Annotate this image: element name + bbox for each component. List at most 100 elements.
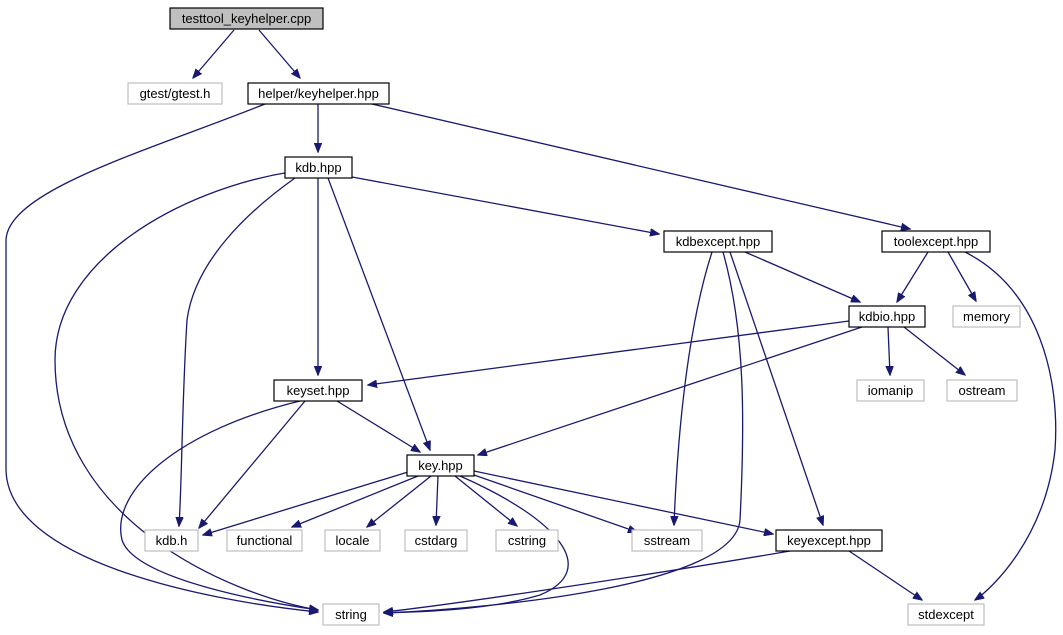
node-kdbexcept[interactable]: kdbexcept.hpp <box>663 230 773 253</box>
edge-line <box>384 251 744 613</box>
node-memory: memory <box>952 305 1021 328</box>
node-label: ostream <box>959 383 1006 398</box>
node-ostream: ostream <box>946 379 1018 402</box>
node-label: helper/keyhelper.hpp <box>258 86 379 101</box>
edge-kdbio-to-key <box>478 326 863 455</box>
node-label: locale <box>336 533 370 548</box>
edge-line <box>674 251 713 525</box>
node-label: cstdarg <box>415 533 458 548</box>
node-label: toolexcept.hpp <box>894 234 979 249</box>
node-label: keyexcept.hpp <box>787 533 871 548</box>
edge-line <box>473 474 637 532</box>
node-testtool[interactable]: testtool_keyhelper.cpp <box>169 7 324 30</box>
node-label: kdb.h <box>156 533 188 548</box>
edge-key-to-kdbh <box>203 471 409 535</box>
edge-kdbhpp-to-key <box>327 177 430 450</box>
edge-kdbhpp-to-kdbh <box>179 177 296 526</box>
edge-line <box>351 176 659 234</box>
node-cstdarg: cstdarg <box>404 529 468 552</box>
edge-keyhelper-to-toolexcept <box>371 103 910 229</box>
node-key[interactable]: key.hpp <box>406 454 475 477</box>
edge-key-to-sstream <box>473 474 637 532</box>
edge-toolexcept-to-kdbio <box>897 251 929 302</box>
node-label: memory <box>963 309 1010 324</box>
node-label: kdbexcept.hpp <box>676 234 761 249</box>
node-box <box>946 379 1018 402</box>
node-box <box>406 454 475 477</box>
node-box <box>663 230 773 253</box>
node-label: cstring <box>508 533 546 548</box>
edge-line <box>327 177 430 450</box>
node-label: gtest/gtest.h <box>140 86 211 101</box>
node-iomanip: iomanip <box>856 379 925 402</box>
edge-line <box>744 251 860 302</box>
node-label: kdbio.hpp <box>859 309 915 324</box>
edge-kdbexcept-to-keyexcept <box>729 251 823 525</box>
edge-line <box>888 326 890 375</box>
edge-key-to-cstdarg <box>436 475 438 525</box>
edge-key-to-cstring <box>454 475 517 526</box>
edge-line <box>964 251 1057 600</box>
edge-line <box>258 29 300 78</box>
edge-line <box>5 103 318 612</box>
node-box <box>495 529 559 552</box>
edge-keyset-to-string <box>120 400 318 610</box>
node-toolexcept[interactable]: toolexcept.hpp <box>881 230 991 253</box>
node-box <box>247 82 390 105</box>
node-box <box>273 379 363 402</box>
edge-key-to-locale <box>367 475 432 527</box>
node-box <box>169 7 324 30</box>
edge-key-to-functional <box>292 475 419 527</box>
node-box <box>284 156 353 179</box>
node-box <box>324 529 381 552</box>
edge-line <box>897 251 929 302</box>
node-label: testtool_keyhelper.cpp <box>182 11 311 26</box>
node-label: functional <box>237 533 293 548</box>
edge-line <box>203 471 409 535</box>
edge-keyexcept-to-string <box>384 550 791 612</box>
edge-line <box>368 320 850 385</box>
edge-line <box>292 475 419 527</box>
node-box <box>881 230 991 253</box>
node-kdbio[interactable]: kdbio.hpp <box>848 305 926 328</box>
node-box <box>631 529 703 552</box>
node-string: string <box>322 603 380 626</box>
edge-line <box>903 326 965 375</box>
node-box <box>404 529 468 552</box>
edge-line <box>193 29 235 78</box>
node-keyexcept[interactable]: keyexcept.hpp <box>775 529 883 552</box>
edge-kdbio-to-ostream <box>903 326 965 375</box>
node-box <box>144 529 199 552</box>
edge-line <box>384 550 791 612</box>
node-keyset[interactable]: keyset.hpp <box>273 379 363 402</box>
edge-testtool-to-gtest <box>193 29 235 78</box>
node-label: key.hpp <box>418 458 463 473</box>
edge-kdbio-to-keyset <box>368 320 850 385</box>
edge-line <box>729 251 823 525</box>
edge-kdbhpp-to-kdbexcept <box>351 176 659 234</box>
edge-toolexcept-to-stdexcept <box>964 251 1057 600</box>
edge-line <box>454 475 517 526</box>
edge-keyset-to-key <box>336 400 420 452</box>
node-locale: locale <box>324 529 381 552</box>
edge-keyexcept-to-stdexcept <box>848 550 922 600</box>
edge-line <box>478 326 863 455</box>
edge-toolexcept-to-memory <box>947 251 976 301</box>
edge-key-to-string <box>384 475 569 613</box>
edge-line <box>371 103 910 229</box>
edge-layer <box>5 29 1057 613</box>
edge-kdbhpp-to-string <box>54 171 318 610</box>
node-box <box>226 529 303 552</box>
edge-kdbexcept-to-string <box>384 251 744 613</box>
node-kdbhpp[interactable]: kdb.hpp <box>284 156 353 179</box>
edge-line <box>54 171 318 610</box>
edge-kdbio-to-iomanip <box>888 326 890 375</box>
node-label: kdb.hpp <box>295 160 341 175</box>
node-keyhelper[interactable]: helper/keyhelper.hpp <box>247 82 390 105</box>
node-label: iomanip <box>868 383 914 398</box>
edge-testtool-to-keyhelper <box>258 29 300 78</box>
edge-keyhelper-to-string <box>5 103 318 612</box>
node-box <box>907 603 985 626</box>
edge-line <box>367 475 432 527</box>
